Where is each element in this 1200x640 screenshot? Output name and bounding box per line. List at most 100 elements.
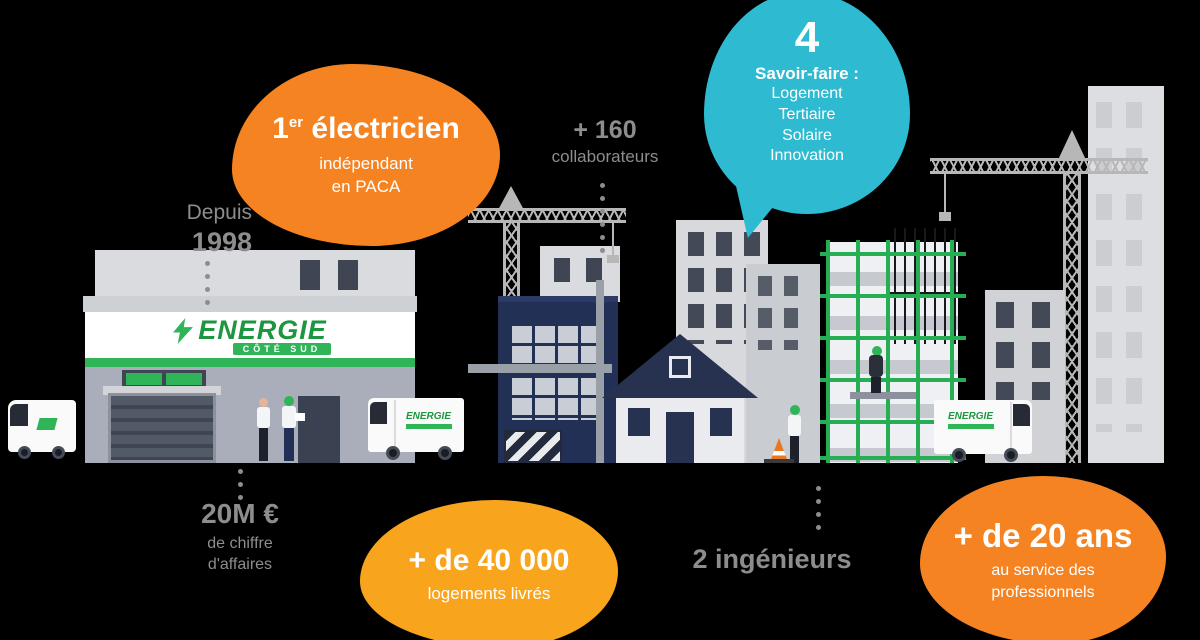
worker-helmet — [872, 346, 882, 356]
crane-apex — [1058, 130, 1086, 160]
person-legs — [259, 428, 268, 461]
scaffold-bar — [820, 456, 966, 460]
window — [710, 408, 732, 436]
van-wheel — [952, 448, 966, 462]
rebar-bar — [890, 292, 958, 294]
crane-cable — [612, 222, 614, 256]
entrance-door — [666, 412, 694, 463]
company-logo: ENERGIE CÔTÉ SUD — [85, 312, 415, 358]
revenue-line3: d'affaires — [207, 555, 273, 573]
van-windshield — [370, 402, 387, 424]
electrician-title: 1er électricien — [272, 112, 460, 146]
scaffold-bar — [820, 252, 966, 256]
van-cab-divider — [394, 400, 396, 450]
scaffold-pole — [856, 240, 860, 463]
worker-torso — [869, 355, 883, 377]
electrician-number: 1 — [272, 111, 289, 145]
stat-ingenieurs: 2 ingénieurs — [692, 544, 852, 574]
rebar-grid — [894, 228, 956, 344]
badge-experience: + de 20 ans au service des professionnel… — [920, 476, 1166, 640]
crane-hook — [939, 212, 951, 221]
garage-lintel — [103, 386, 221, 395]
badge-first-electrician: 1er électricien indépendant en PACA — [232, 64, 500, 246]
van-wheel — [438, 446, 452, 460]
electrician-line2: indépendant — [319, 153, 413, 173]
collaborators-value: + 160 — [573, 116, 637, 144]
experience-line2: au service des — [991, 561, 1095, 579]
worker-helmet — [790, 405, 800, 415]
logo-bolt-icon — [173, 317, 194, 344]
worker-legs — [871, 377, 881, 393]
window-pane — [126, 373, 162, 385]
dot — [205, 300, 210, 305]
logements-title: + de 40 000 — [408, 544, 570, 577]
dot — [600, 248, 605, 253]
crane-jib — [930, 158, 1148, 174]
stat-collaborateurs: + 160 collaborateurs — [520, 116, 690, 167]
savoir-faire-item: Solaire — [782, 126, 832, 144]
steel-beam — [468, 364, 612, 373]
worker-legs — [284, 428, 294, 461]
electrician-rest: électricien — [303, 111, 460, 145]
scaffold-bar — [820, 336, 966, 340]
van-cab-divider — [1010, 402, 1012, 452]
logo-tagline: CÔTÉ SUD — [232, 343, 332, 355]
cone-base — [764, 459, 794, 463]
since-label: Depuis — [186, 201, 252, 224]
collaborators-label: collaborateurs — [551, 147, 659, 166]
van-wheel — [52, 446, 65, 459]
scaffold-bar — [820, 294, 966, 298]
logements-subtitle: logements livrés — [427, 584, 551, 603]
window — [554, 258, 570, 282]
dot — [205, 274, 210, 279]
revenue-value: 20M € — [201, 498, 279, 529]
worker-torso — [282, 406, 296, 428]
window-grid — [1096, 102, 1156, 432]
dot — [205, 261, 210, 266]
dotted-connector — [205, 261, 210, 305]
dot — [600, 183, 605, 188]
crane-cable — [944, 172, 946, 212]
stat-chiffre-affaires: 20M € de chiffre d'affaires — [172, 498, 308, 576]
roof-edge — [498, 296, 618, 302]
window — [300, 260, 320, 290]
dotted-connector — [816, 486, 821, 530]
scaffold-pole — [886, 240, 890, 463]
van-windshield — [1013, 404, 1030, 426]
since-value: 1998 — [191, 227, 252, 257]
dotted-connector — [238, 469, 243, 500]
worker-torso — [788, 415, 801, 436]
window-grid — [996, 302, 1054, 400]
crane-mast — [1063, 172, 1081, 463]
dot — [238, 469, 243, 474]
crane-jib — [468, 208, 626, 223]
crane-hook — [607, 255, 619, 263]
van-wheel — [1004, 448, 1018, 462]
revenue-line2: de chiffre — [207, 535, 273, 552]
logo-row: ENERGIE — [173, 315, 327, 346]
dotted-connector — [600, 183, 605, 253]
dormer-pane — [672, 359, 688, 375]
window-grid — [512, 378, 604, 420]
logo-name: ENERGIE — [198, 315, 327, 345]
scaffold-pole — [916, 240, 920, 463]
savoir-faire-number: 4 — [794, 13, 820, 62]
company-building-parapet — [83, 296, 417, 312]
window — [628, 408, 650, 436]
electrician-line3: en PACA — [331, 176, 401, 196]
dot — [238, 495, 243, 500]
experience-subtitle: au service des professionnels — [991, 560, 1094, 603]
van-logo: ENERGIE — [948, 411, 994, 422]
window-pane — [166, 373, 202, 385]
van-logo: ENERGIE — [406, 411, 452, 422]
van-logo-bar — [948, 424, 994, 429]
van-logo-bar — [406, 424, 452, 429]
work-platform — [850, 392, 916, 399]
electrician-subtitle: indépendant en PACA — [319, 153, 413, 199]
scaffold-pole — [950, 240, 954, 463]
person-head — [259, 398, 268, 407]
dot — [238, 482, 243, 487]
garage-door — [108, 393, 216, 463]
entrance-door — [298, 396, 340, 463]
